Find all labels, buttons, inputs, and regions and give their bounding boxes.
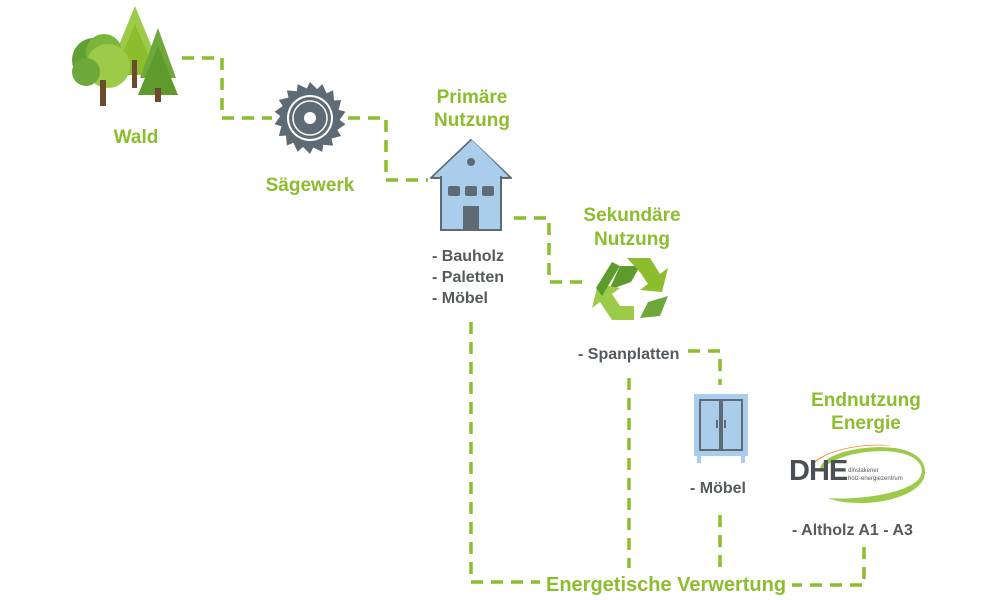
stage-label-saegewerk: Sägewerk	[265, 175, 355, 196]
dhe-logo-abbr: DHE	[789, 455, 848, 487]
dhe-logo-line1: dinslakener	[848, 468, 879, 474]
moebel-item: - Möbel	[690, 480, 746, 497]
stage-label-primaer-1: Primäre	[436, 87, 508, 108]
forest-icon	[72, 6, 178, 106]
stage-label-primaer-2: Nutzung	[434, 110, 510, 131]
endnutzung-item: - Altholz A1 - A3	[792, 522, 913, 539]
connector-primaer-sekundaer	[514, 216, 590, 284]
saw-blade-icon	[274, 82, 346, 154]
recycle-icon	[592, 258, 668, 320]
connector-lines	[182, 56, 866, 587]
stage-label-wald: Wald	[113, 127, 159, 148]
dhe-logo-line2: holz-energiezentrum	[848, 476, 903, 482]
connector-primaer-bottom	[469, 322, 540, 584]
sekundaer-item: - Spanplatten	[578, 346, 680, 363]
primaer-item: - Paletten	[432, 269, 505, 286]
stage-label-sekundaer-2: Nutzung	[594, 229, 670, 250]
connector-wald-saegewerk	[182, 56, 272, 120]
connector-spanplatten-moebel	[688, 349, 722, 385]
bottom-label-energetische-verwertung: Energetische Verwertung	[540, 574, 793, 597]
stage-label-sekundaer-1: Sekundäre	[583, 205, 681, 226]
connector-bottom-dhe	[790, 542, 866, 587]
primaer-item: - Bauholz	[432, 248, 504, 265]
connector-saegewerk-primaer	[348, 116, 428, 182]
stage-label-endnutzung-1: Endnutzung	[811, 390, 921, 411]
stage-label-endnutzung-2: Energie	[831, 413, 901, 434]
cabinet-icon	[694, 394, 748, 463]
primaer-item: - Möbel	[432, 290, 488, 307]
house-icon	[430, 139, 512, 231]
